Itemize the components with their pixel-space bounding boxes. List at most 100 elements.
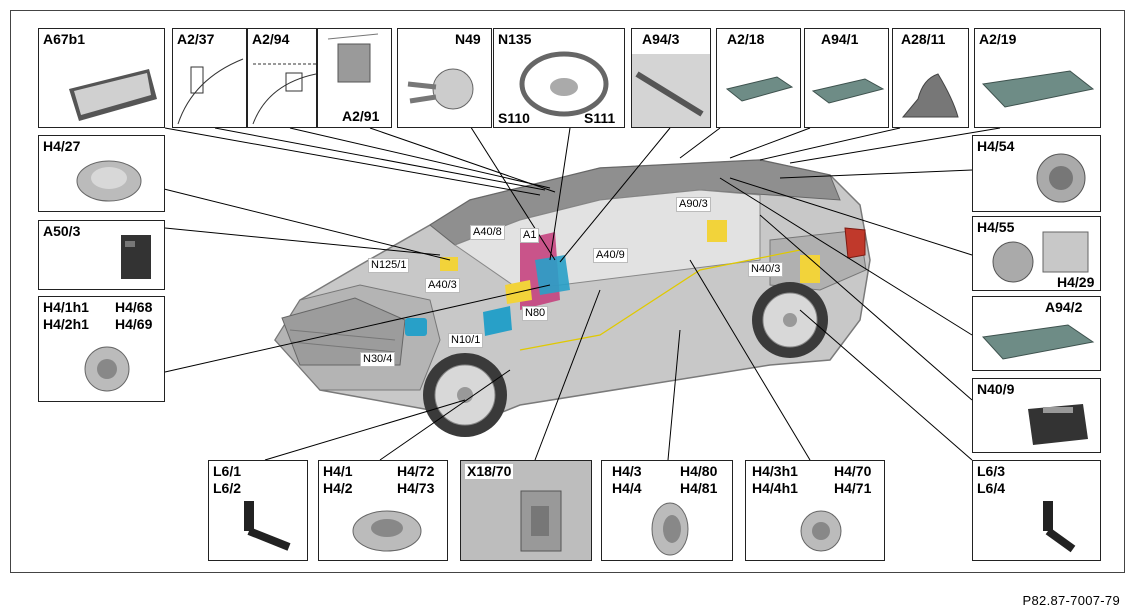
component-label: H4/68: [115, 299, 153, 315]
component-label: H4/3: [612, 463, 642, 479]
window-antenna-icon: [252, 63, 316, 125]
diagram-frame: [10, 10, 1125, 573]
callout-n40-3: N40/3: [748, 262, 784, 277]
callout-a40-9: A40/9: [593, 248, 628, 263]
speed-sensor-icon: [244, 501, 291, 551]
component-label: H4/73: [397, 480, 435, 496]
callout-n80: N80: [522, 306, 549, 321]
component-label: H4/80: [680, 463, 718, 479]
callout-a40-8: A40/8: [470, 225, 505, 240]
callout-n30-4: N30/4: [360, 352, 396, 367]
component-label: H4/27: [43, 138, 81, 154]
callout-a90-3: A90/3: [676, 197, 711, 212]
component-label: H4/2: [323, 480, 353, 496]
component-label: S110: [498, 110, 530, 126]
callout-a1: A1: [520, 228, 540, 243]
component-label: A94/2: [1045, 299, 1083, 315]
component-label: A50/3: [43, 223, 81, 239]
connector-icon: [520, 490, 562, 552]
component-label: S111: [584, 110, 616, 126]
rear-view-mirror-icon: [69, 69, 157, 121]
speaker-icon: [992, 231, 1089, 283]
component-box-a2-18: A2/18: [716, 28, 801, 128]
component-box-a2-91: A2/91: [317, 28, 392, 128]
component-box-a67b1: A67b1: [38, 28, 165, 128]
component-label: H4/55: [977, 219, 1015, 235]
component-label: X18/70: [465, 463, 514, 479]
leader-lines: [159, 109, 1001, 461]
antenna-module-icon: [811, 78, 885, 104]
callout-n125-1: N125/1: [368, 258, 410, 273]
component-box-n40-9: N40/9: [972, 378, 1101, 453]
component-label: A28/11: [901, 31, 946, 47]
component-label: H4/71: [834, 480, 872, 496]
amplifier-icon: [1028, 404, 1088, 445]
component-box-a50-3: A50/3: [38, 220, 165, 290]
component-box-h4-1h1: H4/1h1 H4/68 H4/2h1 H4/69: [38, 296, 165, 402]
antenna-module-icon: [981, 324, 1095, 360]
component-box-h4-54: H4/54: [972, 135, 1101, 212]
control-unit-icon: [121, 235, 151, 279]
component-box-n49: N49: [397, 28, 492, 128]
component-label: A2/18: [727, 31, 765, 47]
component-label: H4/29: [1057, 274, 1095, 290]
steering-angle-sensor-icon: [407, 68, 474, 110]
component-label: H4/70: [834, 463, 872, 479]
callout-n10-1: N10/1: [448, 333, 484, 348]
antenna-module-icon: [632, 54, 710, 127]
component-label: L6/2: [213, 480, 242, 496]
component-label: L6/4: [977, 480, 1006, 496]
component-box-l6-3: L6/3 L6/4: [972, 460, 1101, 561]
figure-reference: P82.87-7007-79: [1022, 593, 1120, 608]
component-label: H4/81: [680, 480, 718, 496]
component-label: H4/4h1: [752, 480, 798, 496]
speed-sensor-icon: [1043, 501, 1076, 553]
component-box-a2-19: A2/19: [974, 28, 1101, 128]
speaker-icon: [352, 510, 422, 552]
antenna-amplifier-icon: [725, 76, 794, 102]
tweeter-icon: [800, 510, 842, 552]
speaker-icon: [1036, 153, 1086, 203]
component-box-a2-37: A2/37: [172, 28, 247, 128]
speaker-icon: [76, 160, 142, 202]
callout-a40-3: A40/3: [425, 278, 460, 293]
component-label: H4/2h1: [43, 316, 89, 332]
component-label: N135: [498, 31, 532, 47]
component-box-a94-1: A94/1: [804, 28, 889, 128]
component-label: A94/1: [821, 31, 859, 47]
component-label: H4/72: [397, 463, 435, 479]
component-label: H4/4: [612, 480, 642, 496]
component-label: N49: [455, 31, 481, 47]
component-box-h4-55: H4/55 H4/29: [972, 216, 1101, 291]
steering-wheel-icon: [519, 51, 609, 117]
component-box-a28-11: A28/11: [892, 28, 969, 128]
component-box-h4-3h1: H4/3h1 H4/70 H4/4h1 H4/71: [745, 460, 885, 561]
component-box-a2-94: A2/94: [247, 28, 317, 128]
tweeter-icon: [84, 346, 130, 392]
component-label: N40/9: [977, 381, 1015, 397]
antenna-amplifier-icon: [981, 70, 1095, 108]
roof-antenna-icon: [901, 73, 959, 118]
component-label: H4/1h1: [43, 299, 89, 315]
speaker-icon: [651, 502, 689, 556]
component-label: A2/37: [177, 31, 215, 47]
component-box-a94-3: A94/3: [631, 28, 711, 128]
component-label: L6/1: [213, 463, 242, 479]
component-box-x18-70: X18/70: [460, 460, 592, 561]
component-box-a94-2: A94/2: [972, 296, 1101, 371]
car-body: [274, 159, 871, 437]
component-box-h4-3: H4/3 H4/80 H4/4 H4/81: [601, 460, 733, 561]
component-label: A94/3: [642, 31, 680, 47]
component-box-h4-1: H4/1 H4/72 H4/2 H4/73: [318, 460, 448, 561]
component-label: H4/69: [115, 316, 153, 332]
component-label: A2/94: [252, 31, 290, 47]
component-box-h4-27: H4/27: [38, 135, 165, 212]
component-label: A2/19: [979, 31, 1017, 47]
antenna-amplifier-icon: [327, 33, 379, 83]
component-label: H4/3h1: [752, 463, 798, 479]
component-box-l6-1: L6/1 L6/2: [208, 460, 308, 561]
component-label: L6/3: [977, 463, 1006, 479]
window-antenna-icon: [177, 58, 244, 125]
component-label: A67b1: [43, 31, 86, 47]
